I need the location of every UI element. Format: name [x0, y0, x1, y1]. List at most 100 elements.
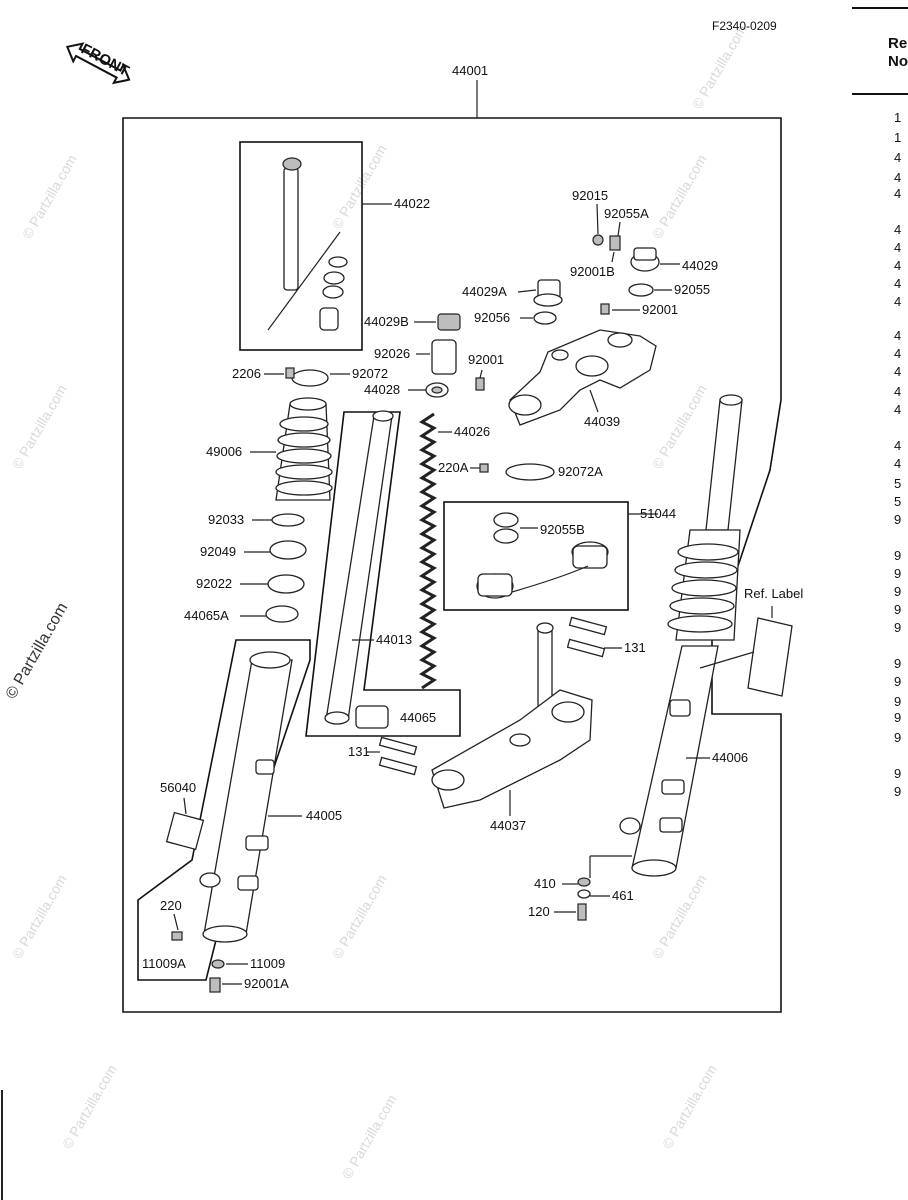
callout-92072A: 92072A — [558, 464, 603, 479]
side-row-ref: 4 — [894, 150, 901, 165]
side-row-ref: 5 — [894, 476, 901, 491]
side-header-line2: No — [888, 53, 908, 70]
callout-44001: 44001 — [452, 63, 488, 78]
callout-92055A: 92055A — [604, 206, 649, 221]
callout-44065A: 44065A — [184, 608, 229, 623]
callout-44029B: 44029B — [364, 314, 409, 329]
damper-rod — [267, 157, 348, 331]
side-row-ref: 9 — [894, 784, 901, 799]
side-row-ref: 9 — [894, 730, 901, 745]
callout-92022: 92022 — [196, 576, 232, 591]
side-row-ref: 4 — [894, 276, 901, 291]
left-outer-tube-outline — [137, 639, 311, 981]
callout-92072: 92072 — [352, 366, 388, 381]
side-row-ref: 9 — [894, 766, 901, 781]
diagram-id: F2340-0209 — [712, 19, 777, 33]
watermarks: © Partzilla.com © Partzilla.com © Partzi… — [9, 22, 750, 1182]
side-row-ref: 4 — [894, 170, 901, 185]
side-row-ref: 4 — [894, 328, 901, 343]
watermark: © Partzilla.com — [19, 152, 80, 242]
callout-461: 461 — [612, 888, 634, 903]
callout-11009: 11009 — [250, 956, 285, 971]
callout-410: 410 — [534, 876, 556, 891]
side-row-ref: 9 — [894, 548, 901, 563]
callout-92001A: 92001A — [244, 976, 289, 991]
right-fork — [619, 394, 743, 877]
front-arrow-icon — [65, 42, 131, 85]
side-row-ref: 4 — [894, 346, 901, 361]
fork-spring — [419, 412, 437, 690]
fork-boot — [275, 397, 333, 501]
side-row-ref: 9 — [894, 584, 901, 599]
side-row-ref: 9 — [894, 694, 901, 709]
callout-44065: 44065 — [400, 710, 436, 725]
ref-label-sticker — [747, 617, 793, 697]
callout-131-right: 131 — [624, 640, 646, 655]
damper-rod-box — [239, 141, 363, 351]
seals — [265, 513, 307, 623]
callout-44029A: 44029A — [462, 284, 507, 299]
upper-bracket — [508, 329, 657, 426]
side-row-ref: 4 — [894, 456, 901, 471]
side-row-ref: 4 — [894, 294, 901, 309]
watermark: © Partzilla.com — [659, 1062, 720, 1152]
callout-92015: 92015 — [572, 188, 608, 203]
side-row-ref: 4 — [894, 402, 901, 417]
callout-44037: 44037 — [490, 818, 526, 833]
side-row-ref: 4 — [894, 258, 901, 273]
callout-44026: 44026 — [454, 424, 490, 439]
callout-220: 220 — [160, 898, 182, 913]
callout-2206: 2206 — [232, 366, 261, 381]
callout-120: 120 — [528, 904, 550, 919]
callout-92049: 92049 — [200, 544, 236, 559]
inner-tube — [324, 410, 394, 729]
side-row-ref: 4 — [894, 240, 901, 255]
callout-92026: 92026 — [374, 346, 410, 361]
callout-92001-right: 92001 — [642, 302, 678, 317]
callout-92055-top: 92055 — [674, 282, 710, 297]
side-row-ref: 9 — [894, 656, 901, 671]
callout-92056: 92056 — [474, 310, 510, 325]
callout-44028: 44028 — [364, 382, 400, 397]
clamp-92072 — [291, 369, 329, 387]
clamp-92072A — [505, 463, 555, 481]
callout-92033: 92033 — [208, 512, 244, 527]
callout-56040: 56040 — [160, 780, 196, 795]
watermark: © Partzilla.com — [649, 152, 710, 242]
watermark: © Partzilla.com — [689, 22, 750, 112]
callout-44039: 44039 — [584, 414, 620, 429]
callout-92001-mid: 92001 — [468, 352, 504, 367]
side-header-line1: Re — [888, 35, 907, 52]
left-outer-tube — [165, 651, 293, 943]
side-row-ref: 9 — [894, 566, 901, 581]
callout-44006: 44006 — [712, 750, 748, 765]
callout-11009A: 11009A — [142, 956, 186, 971]
side-row-ref: 4 — [894, 438, 901, 453]
watermark: © Partzilla.com — [339, 1092, 400, 1182]
steering-stem — [378, 616, 608, 809]
callout-131-left: 131 — [348, 744, 370, 759]
side-row-ref: 5 — [894, 494, 901, 509]
spacer-stack — [425, 313, 461, 398]
side-row-ref: 9 — [894, 620, 901, 635]
callout-51044: 51044 — [640, 506, 676, 521]
seal-kit-box — [443, 501, 629, 611]
side-row-ref: 1 — [894, 130, 901, 145]
watermark: © Partzilla.com — [649, 382, 710, 472]
side-row-ref: 4 — [894, 364, 901, 379]
watermark: © Partzilla.com — [59, 1062, 120, 1152]
top-caps — [533, 234, 660, 325]
seal-kit — [476, 512, 609, 599]
watermark: © Partzilla.com — [329, 142, 390, 232]
side-row-ref: 4 — [894, 222, 901, 237]
inner-tube-outline — [305, 411, 461, 737]
watermark: © Partzilla.com — [9, 382, 70, 472]
watermark-side: © Partzilla.com — [3, 600, 72, 702]
watermark: © Partzilla.com — [329, 872, 390, 962]
side-row-ref: 4 — [894, 384, 901, 399]
side-row-ref: 9 — [894, 710, 901, 725]
callout-44029: 44029 — [682, 258, 718, 273]
side-row-ref: 1 — [894, 110, 901, 125]
